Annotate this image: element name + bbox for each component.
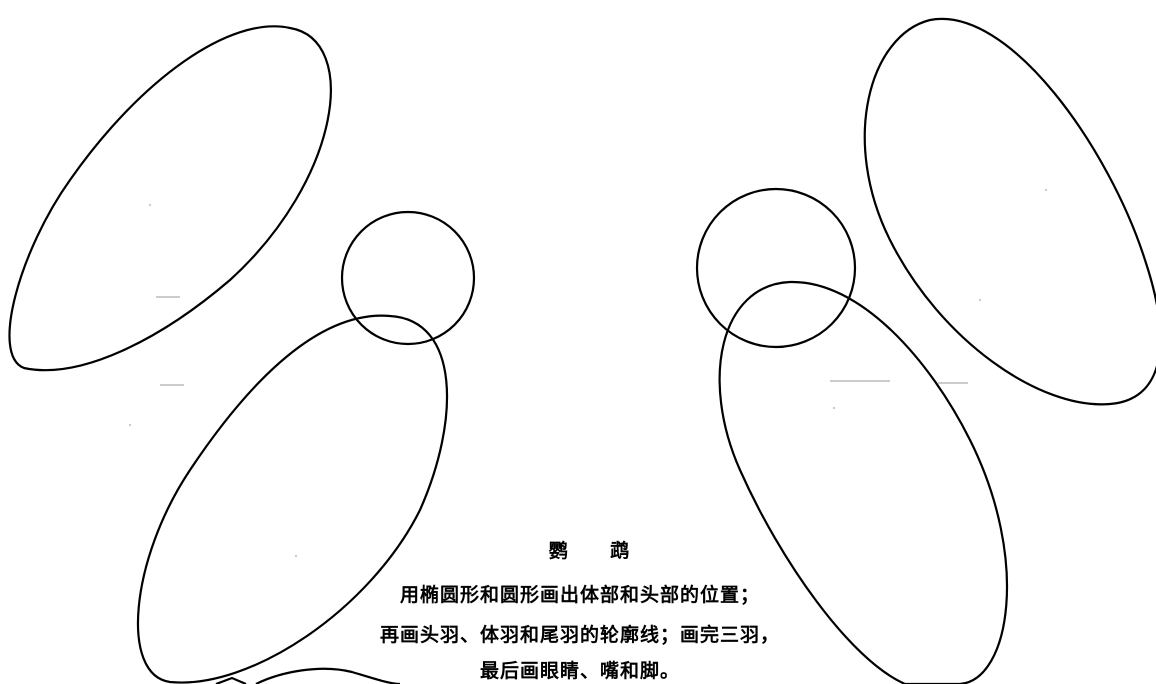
right-body-ellipse (718, 280, 1009, 684)
caption-line-1: 用椭圆形和圆形画出体部和头部的位置； (399, 584, 760, 606)
figure-title: 鹦 鹉 (548, 540, 648, 562)
paper-specks (128, 188, 1048, 558)
left-tail-ellipse (8, 25, 332, 372)
left-foot-stroke (215, 676, 247, 684)
right-head-circle (695, 187, 857, 349)
caption-line-2: 再画头羽、体羽和尾羽的轮廓线；画完三羽， (379, 624, 780, 646)
right-parrot (695, 17, 1156, 684)
left-head-circle (340, 210, 476, 346)
left-body-ellipse (136, 314, 449, 684)
right-tail-ellipse (863, 17, 1156, 406)
left-partial-shape (255, 667, 401, 684)
left-parrot (8, 25, 476, 684)
caption-line-3: 最后画眼睛、嘴和脚。 (479, 660, 680, 682)
